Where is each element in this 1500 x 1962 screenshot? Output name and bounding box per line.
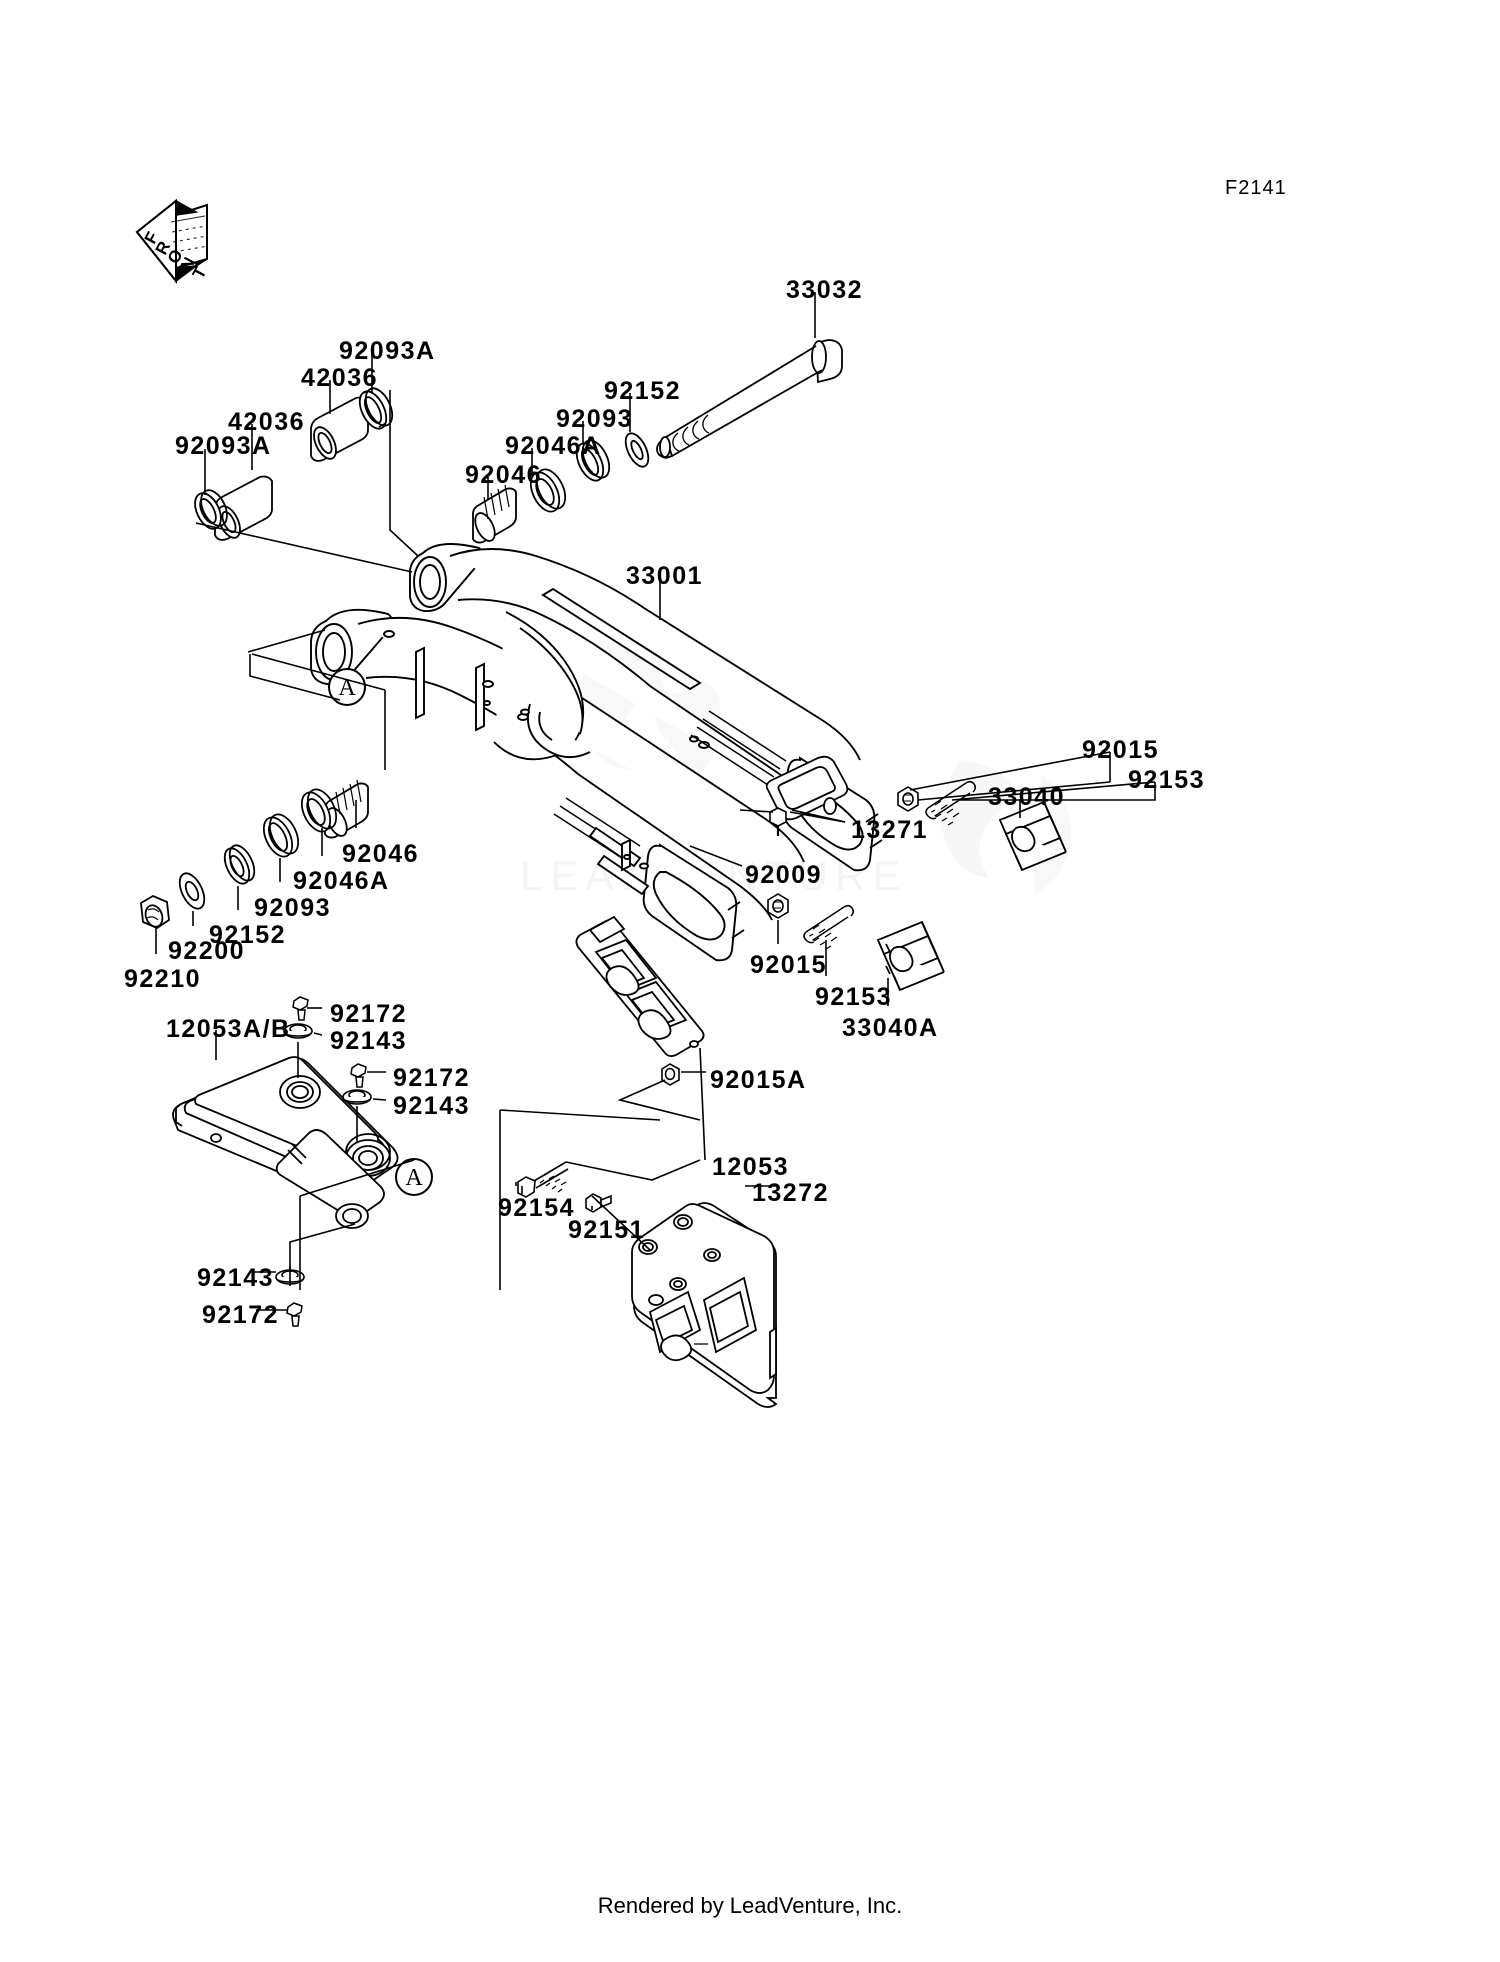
part-92015-nut-lower — [767, 893, 789, 919]
part-92153-bolt-upper — [925, 780, 977, 826]
callout-33001: 33001 — [626, 562, 704, 590]
callout-92046A-lower: 92046A — [293, 867, 390, 895]
part-92015-nut-upper — [897, 786, 919, 812]
part-92172-screw-a — [292, 996, 309, 1021]
part-92046A-bearing-lower — [300, 788, 338, 833]
part-92093A-right-seal — [358, 387, 394, 430]
callout-92046A: 92046A — [505, 432, 602, 460]
callout-92015A: 92015A — [710, 1066, 807, 1094]
part-13272-chain-guide-bracket — [631, 1202, 778, 1408]
callout-92151: 92151 — [568, 1216, 646, 1244]
part-33040-adjuster-block — [998, 800, 1067, 872]
callout-92152-top: 92152 — [604, 377, 682, 405]
part-92210-nut — [140, 894, 170, 930]
part-92009-screw — [769, 807, 787, 836]
callout-92152-lower: 92152 — [209, 921, 287, 949]
part-92172-screw-b — [350, 1063, 367, 1088]
section-marker-a-lower: A — [395, 1158, 433, 1196]
part-42036-right-collar — [310, 396, 369, 462]
callout-92093: 92093 — [556, 405, 634, 433]
callout-92093A-right: 92093A — [339, 337, 436, 365]
callout-92153-upper: 92153 — [1128, 766, 1206, 794]
callout-92009: 92009 — [745, 861, 823, 889]
callout-92093-lower: 92093 — [254, 894, 332, 922]
callout-92172-c: 92172 — [202, 1301, 280, 1329]
part-92143-collar-a — [283, 1023, 313, 1039]
callout-12053: 12053 — [712, 1153, 790, 1181]
callout-13272: 13272 — [752, 1179, 830, 1207]
callout-92143-c: 92143 — [197, 1264, 275, 1292]
callout-42036-right: 42036 — [301, 364, 379, 392]
front-arrow-icon: F R O N T — [135, 198, 211, 284]
part-92200-washer — [178, 872, 206, 910]
callout-92015-upper: 92015 — [1082, 736, 1160, 764]
part-12053AB-chain-slider — [172, 1056, 399, 1229]
callout-92210: 92210 — [124, 965, 202, 993]
part-92093-seal-lower — [262, 813, 300, 858]
callout-13271: 13271 — [851, 816, 929, 844]
part-92153-bolt-lower — [803, 904, 855, 950]
part-13271-adjuster-plate — [765, 755, 849, 821]
callout-33040A: 33040A — [842, 1014, 939, 1042]
callout-33032: 33032 — [786, 276, 864, 304]
callout-92153-lower: 92153 — [815, 983, 893, 1011]
callout-92172-b: 92172 — [393, 1064, 471, 1092]
diagram-reference-code: F2141 — [1225, 177, 1287, 199]
part-12053-chain-guide — [575, 915, 705, 1058]
callout-92015-lower: 92015 — [750, 951, 828, 979]
part-92143-collar-b — [342, 1089, 372, 1105]
part-33001-swingarm — [310, 543, 883, 962]
callout-42036-left: 42036 — [228, 408, 306, 436]
section-marker-a-upper: A — [328, 668, 366, 706]
part-92046A-bearing-upper — [529, 468, 567, 513]
part-92093-seal-upper — [575, 439, 611, 482]
callout-33040: 33040 — [988, 783, 1066, 811]
part-92151-bolt — [585, 1193, 612, 1213]
callout-92154: 92154 — [498, 1194, 576, 1222]
svg-text:T: T — [189, 263, 211, 282]
callout-92093A-left: 92093A — [175, 432, 272, 460]
part-33040A-adjuster-block — [876, 920, 945, 992]
callout-92172-a: 92172 — [330, 1000, 408, 1028]
render-footer: Rendered by LeadVenture, Inc. — [597, 1893, 903, 1918]
part-92154-bolt — [517, 1161, 569, 1198]
part-92046-needle-bearing-lower — [324, 779, 369, 839]
callout-92046-lower: 92046 — [342, 840, 420, 868]
callout-12053AB: 12053A/B — [166, 1015, 291, 1043]
callout-92046: 92046 — [465, 461, 543, 489]
callout-92200: 92200 — [168, 937, 246, 965]
svg-text:A: A — [405, 1165, 423, 1191]
part-92046-needle-bearing-upper — [472, 484, 517, 544]
callout-leader-lines — [155, 292, 1156, 1311]
callout-92143-a: 92143 — [330, 1027, 408, 1055]
part-92152-washer-upper — [624, 432, 650, 468]
part-42036-left-collar — [214, 475, 273, 541]
part-92172-screw-c — [286, 1302, 303, 1327]
part-33032-pivot-shaft — [656, 339, 843, 459]
part-92015A-nut — [661, 1063, 680, 1086]
part-92152-washer-lower — [223, 844, 256, 885]
callout-92143-b: 92143 — [393, 1092, 471, 1120]
